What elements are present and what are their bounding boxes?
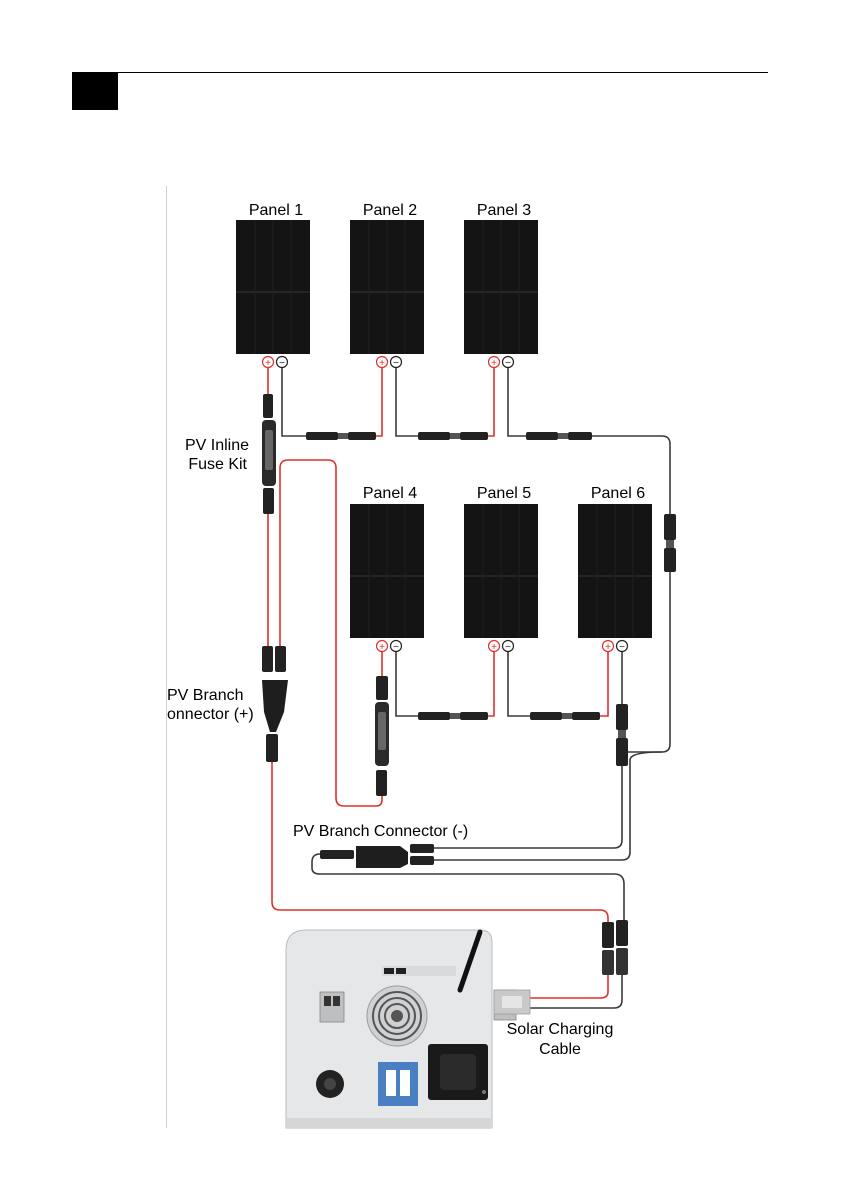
solar-cable-label-line1: Solar Charging: [507, 1021, 614, 1038]
positive-terminal-symbol: +: [605, 642, 611, 653]
wire-neg-panel4: [396, 652, 418, 716]
wire-neg-panel2: [396, 368, 418, 436]
negative-terminal-symbol: −: [505, 642, 511, 653]
mc4-connector-icon: [306, 432, 376, 440]
wire-neg-string1: [592, 436, 670, 514]
branch-connector-negative: [320, 844, 434, 868]
inline-fuse-kit-2: [375, 676, 389, 766]
negative-terminal-symbol: −: [619, 642, 625, 653]
panel-4-label: Panel 4: [363, 485, 417, 502]
circuit-breaker-icon: [378, 1062, 418, 1106]
panel-5-terminals: + −: [489, 641, 514, 654]
panel-1-terminals: + −: [263, 357, 288, 370]
wire-neg-panel5: [508, 652, 530, 716]
mc4-connector-icon: [262, 646, 273, 672]
anderson-plug-icon: [320, 992, 344, 1022]
wire-pos-panel5: [488, 652, 494, 716]
mc4-connector-icon: [526, 432, 592, 440]
wire-pos-panel2: [376, 368, 382, 436]
panel-4: Panel 4: [350, 485, 424, 638]
panel-2-terminals: + −: [377, 357, 402, 370]
panel-5: Panel 5: [464, 485, 538, 638]
panel-2: Panel 2: [350, 202, 424, 354]
fan-grille-icon: [367, 986, 427, 1046]
mc4-connector-icon: [266, 734, 278, 762]
mc4-connector-icon: [602, 950, 614, 975]
positive-terminal-symbol: +: [265, 358, 271, 369]
mc4-connector-icon: [616, 704, 628, 766]
wire-neg-string1-to-branch: [430, 752, 662, 860]
positive-terminal-symbol: +: [379, 642, 385, 653]
wiring: [268, 368, 670, 1008]
terminals: + − + − + − + − + −: [263, 357, 628, 654]
mc4-connector-icon: [602, 922, 614, 948]
negative-terminal-symbol: −: [393, 358, 399, 369]
panel-6: Panel 6: [578, 485, 652, 638]
wire-pos-to-unit: [272, 762, 608, 922]
panel-1-label: Panel 1: [249, 202, 303, 219]
mc4-connector-icon: [376, 676, 388, 700]
positive-terminal-symbol: +: [379, 358, 385, 369]
branch-connector-positive: [262, 680, 288, 732]
branch-connector-icon: [262, 680, 288, 732]
negative-terminal-symbol: −: [393, 642, 399, 653]
mc4-connector-icon: [616, 948, 628, 975]
mc4-connector-icon: [418, 432, 488, 440]
mc4-connector-icon: [263, 488, 274, 514]
panel-3-terminals: + −: [489, 357, 514, 370]
positive-terminal-symbol: +: [491, 358, 497, 369]
mc4-connector-icon: [616, 920, 628, 946]
solar-cable-label-line2: Cable: [539, 1041, 581, 1058]
negative-terminal-symbol: −: [505, 358, 511, 369]
mc4-vertical-connectors: [262, 394, 676, 975]
solar-charging-cable-plug: [494, 990, 530, 1014]
panel-3: Panel 3: [464, 202, 538, 354]
fuse-kit-label-line2: Fuse Kit: [188, 456, 247, 473]
wire-pos-panel6: [600, 652, 608, 716]
mc4-connector-icon: [530, 712, 600, 720]
panel-6-terminals: + −: [603, 641, 628, 654]
fuse-kit-label-line1: PV Inline: [185, 437, 249, 454]
inline-fuse-kit-1: [262, 420, 276, 514]
mc4-connector-icon: [418, 712, 488, 720]
branch-connector-icon: [356, 846, 408, 868]
wire-pos-panel3: [488, 368, 494, 436]
mc4-connector-icon: [376, 770, 387, 796]
panel-1: Panel 1: [236, 202, 310, 354]
mc4-connector-icon: [320, 850, 354, 859]
negative-terminal-symbol: −: [279, 358, 285, 369]
panel-5-label: Panel 5: [477, 485, 531, 502]
panel-6-label: Panel 6: [591, 485, 645, 502]
panel-3-label: Panel 3: [477, 202, 531, 219]
power-unit: [286, 930, 516, 1128]
mc4-connector-icon: [263, 394, 273, 418]
positive-terminal-symbol: +: [491, 642, 497, 653]
mc4-connector-icon: [275, 646, 286, 672]
mc4-connector-icon: [664, 514, 676, 572]
solar-cable-pos: [530, 975, 608, 998]
wire-neg-panel1: [282, 368, 306, 436]
wire-neg-panel3: [508, 368, 526, 436]
panel-2-label: Panel 2: [363, 202, 417, 219]
panel-4-terminals: + −: [377, 641, 402, 654]
branch-neg-label: PV Branch Connector (-): [293, 823, 468, 840]
branch-pos-label-line1: PV Branch: [167, 687, 243, 704]
branch-pos-label-line2: onnector (+): [167, 706, 254, 723]
